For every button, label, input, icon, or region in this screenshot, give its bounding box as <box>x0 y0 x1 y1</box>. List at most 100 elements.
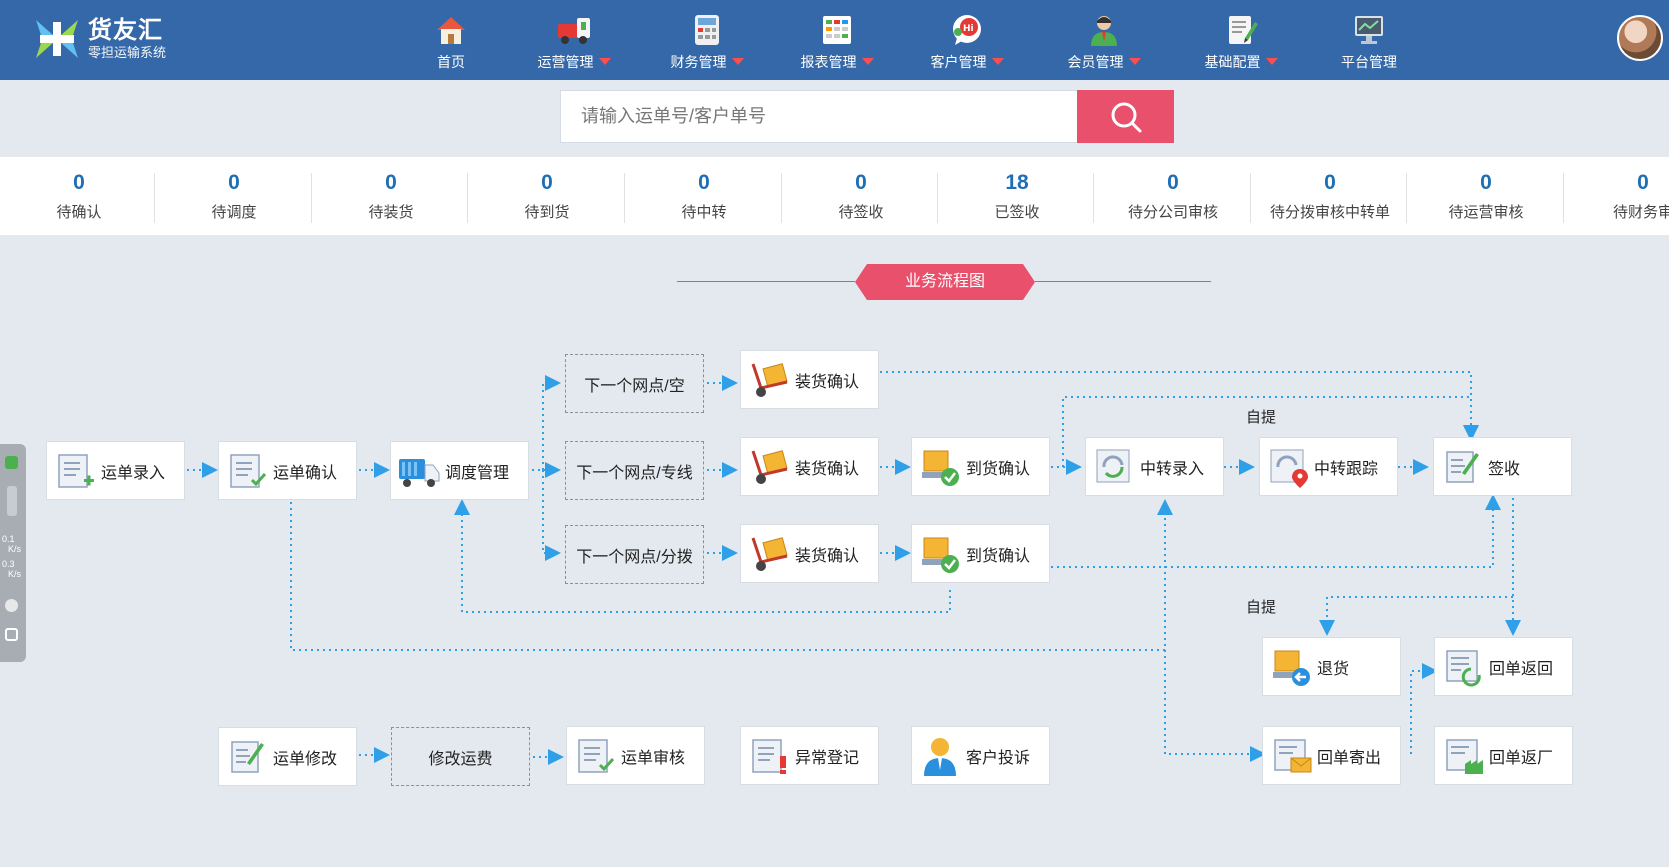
download-speed: 0.3 <box>2 559 15 569</box>
logo-icon <box>36 20 78 58</box>
speed-unit: K/s <box>8 569 22 579</box>
nav-home-label: 首页 <box>437 54 465 70</box>
stat-label: 待中转 <box>681 204 727 221</box>
node-complaint[interactable]: 客户投诉 <box>911 726 1050 785</box>
node-label: 客户投诉 <box>966 749 1031 767</box>
stat-pending-confirm[interactable]: 0 待确认 <box>0 157 158 235</box>
stat-label: 待财务审 <box>1612 204 1669 221</box>
node-waybill-confirm[interactable]: 运单确认 <box>218 441 357 500</box>
nav-home[interactable]: 首页 <box>396 12 506 72</box>
stat-pending-arrival[interactable]: 0 待到货 <box>468 157 626 235</box>
divider <box>154 173 155 223</box>
stat-pending-sign[interactable]: 0 待签收 <box>782 157 940 235</box>
package-return-icon <box>1273 650 1310 686</box>
chevron-down-icon <box>1128 58 1141 65</box>
stat-pending-dispatch[interactable]: 0 待调度 <box>155 157 313 235</box>
node-label: 签收 <box>1488 460 1521 478</box>
doc-check-icon <box>578 738 615 773</box>
node-label: 回单返厂 <box>1489 749 1554 767</box>
node-dispatch[interactable]: 调度管理 <box>390 441 529 500</box>
note-self-pickup: 自提 <box>1246 409 1277 426</box>
nav-platform[interactable]: 平台管理 <box>1314 12 1424 72</box>
search-button[interactable] <box>1077 90 1174 143</box>
stat-label: 待调度 <box>211 204 257 221</box>
doc-add-icon <box>58 453 94 488</box>
nav-customers[interactable]: Hi 客户管理 <box>912 12 1022 72</box>
node-load-confirm-3[interactable]: 装货确认 <box>740 524 879 583</box>
report-icon <box>823 16 851 44</box>
node-transfer-track[interactable]: 中转跟踪 <box>1259 437 1398 496</box>
stat-count: 0 <box>855 171 867 194</box>
stat-count: 0 <box>1324 171 1336 194</box>
node-waybill-edit[interactable]: 运单修改 <box>218 727 357 786</box>
nav-config[interactable]: 基础配置 <box>1186 12 1296 72</box>
node-edit-fee[interactable]: 修改运费 <box>391 727 530 786</box>
node-transfer-entry[interactable]: 中转录入 <box>1085 437 1224 496</box>
node-arrive-confirm-1[interactable]: 到货确认 <box>911 437 1050 496</box>
member-icon <box>1091 16 1117 46</box>
node-receipt-factory[interactable]: 回单返厂 <box>1434 726 1573 785</box>
chat-icon: Hi <box>953 15 981 45</box>
stat-pending-branch-audit[interactable]: 0 待分公司审核 <box>1094 157 1252 235</box>
node-receipt-back[interactable]: 回单返回 <box>1434 637 1573 696</box>
stat-label: 待运营审核 <box>1448 204 1524 221</box>
node-next-split[interactable]: 下一个网点/分拨 <box>565 525 704 584</box>
node-label: 运单修改 <box>273 750 338 768</box>
node-exception[interactable]: 异常登记 <box>740 726 879 785</box>
node-label: 到货确认 <box>966 547 1031 565</box>
search-input[interactable] <box>560 90 1077 143</box>
node-load-confirm-2[interactable]: 装货确认 <box>740 437 879 496</box>
nav-platform-label: 平台管理 <box>1341 54 1397 70</box>
stat-pending-ops-audit[interactable]: 0 待运营审核 <box>1407 157 1565 235</box>
stat-signed[interactable]: 18 已签收 <box>938 157 1096 235</box>
stat-label: 待确认 <box>56 204 102 221</box>
stat-count: 18 <box>1005 171 1029 194</box>
network-speed-widget[interactable]: 0.1 K/s 0.3 K/s <box>0 444 26 662</box>
divider <box>1563 173 1564 223</box>
stat-pending-transfer[interactable]: 0 待中转 <box>625 157 783 235</box>
node-receipt-send[interactable]: 回单寄出 <box>1262 726 1401 785</box>
stat-label: 待装货 <box>368 204 414 221</box>
location-pin-icon <box>1270 449 1308 488</box>
customer-icon <box>924 737 956 776</box>
nav-finance[interactable]: 财务管理 <box>652 12 762 72</box>
nav-operations[interactable]: 运营管理 <box>519 12 629 72</box>
stat-label: 待到货 <box>524 204 570 221</box>
node-sign[interactable]: 签收 <box>1433 437 1572 496</box>
logo[interactable]: 货友汇 零担运输系统 <box>32 14 166 64</box>
stat-pending-load[interactable]: 0 待装货 <box>312 157 470 235</box>
title-divider-left <box>677 281 855 282</box>
nav-reports[interactable]: 报表管理 <box>782 12 892 72</box>
node-label: 回单寄出 <box>1317 749 1382 767</box>
node-next-empty[interactable]: 下一个网点/空 <box>565 354 704 413</box>
monitor-icon <box>1355 16 1383 44</box>
hand-truck-icon <box>751 449 788 484</box>
node-label: 下一个网点/分拨 <box>576 548 693 566</box>
doc-check-icon <box>230 453 267 488</box>
stat-pending-finance-audit[interactable]: 0 待财务审 <box>1564 157 1669 235</box>
user-avatar[interactable] <box>1617 15 1663 61</box>
node-arrive-confirm-2[interactable]: 到货确认 <box>911 524 1050 583</box>
node-waybill-entry[interactable]: 运单录入 <box>46 441 185 500</box>
app-subtitle: 零担运输系统 <box>88 45 167 60</box>
stat-pending-hub-audit[interactable]: 0 待分拨审核中转单 <box>1251 157 1409 235</box>
node-next-line[interactable]: 下一个网点/专线 <box>565 441 704 500</box>
stat-count: 0 <box>698 171 710 194</box>
nav-members[interactable]: 会员管理 <box>1049 12 1159 72</box>
node-label: 下一个网点/空 <box>584 377 685 395</box>
nav-config-label: 基础配置 <box>1204 54 1261 70</box>
stat-label: 待分拨审核中转单 <box>1269 204 1390 221</box>
stat-count: 0 <box>1480 171 1492 194</box>
divider <box>1250 173 1251 223</box>
node-label: 到货确认 <box>966 460 1031 478</box>
node-label: 退货 <box>1317 660 1350 678</box>
node-waybill-audit[interactable]: 运单审核 <box>566 726 705 785</box>
node-return-goods[interactable]: 退货 <box>1262 637 1401 696</box>
package-check-icon <box>922 537 959 573</box>
stat-count: 0 <box>73 171 85 194</box>
node-load-confirm-1[interactable]: 装货确认 <box>740 350 879 409</box>
node-label: 中转录入 <box>1140 460 1205 478</box>
home-icon <box>437 17 465 44</box>
truck-icon <box>399 458 440 487</box>
